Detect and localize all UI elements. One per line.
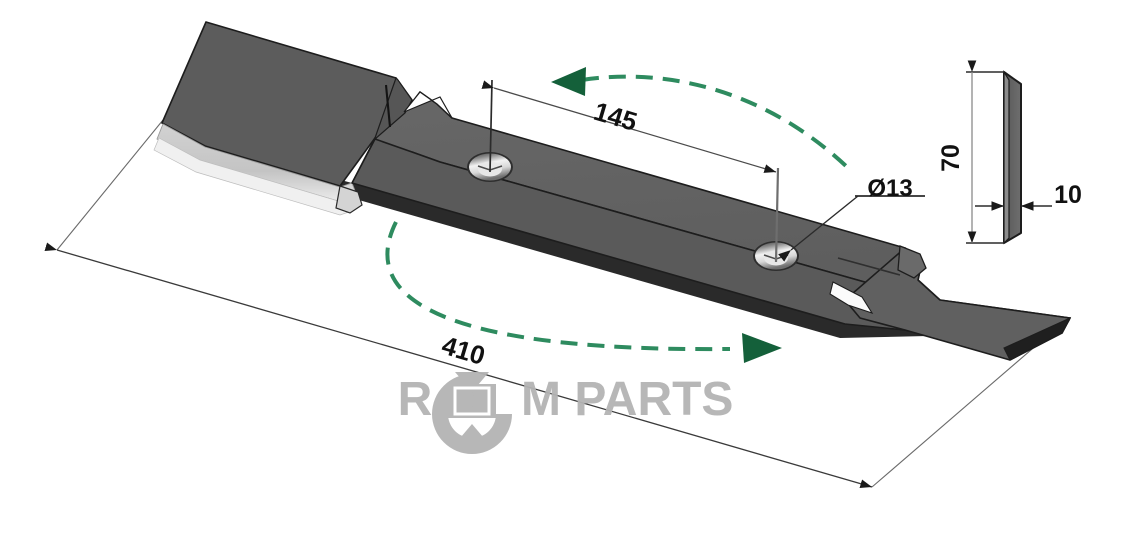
right-rounded-corner: [897, 245, 927, 279]
rotation-arrowhead-bottom: [742, 333, 782, 363]
blade-body: [153, 21, 1072, 361]
extension-line-hole-right: [774, 167, 780, 263]
dimension-line-145: [481, 80, 777, 173]
dimension-10-label: 10: [1054, 181, 1082, 209]
logo-arrow-head-bottom: [455, 424, 489, 444]
logo-arrow-head-top: [455, 372, 489, 392]
dimension-hole-diameter-label: Ø13: [867, 175, 912, 202]
wing-scribe-line: [384, 84, 392, 128]
right-wing-scribe-line: [837, 257, 901, 276]
watermark-text-main: M PARTS: [521, 373, 733, 426]
side-section-view: 70 10: [937, 60, 1082, 245]
left-wing-rounded-corner: [335, 185, 363, 214]
logo-letter: D: [463, 388, 480, 415]
dimension-410-label: 410: [438, 330, 488, 371]
rotation-arrow-bottom: [385, 221, 782, 363]
section-plate-chamfer: [1003, 69, 1010, 245]
watermark-text-left: R: [398, 373, 433, 426]
right-wing-bevel-dark: [1003, 316, 1072, 361]
leader-line-hole-diameter: [778, 195, 859, 262]
dimension-line-410: [44, 242, 873, 488]
rotation-arrowhead-top: [551, 67, 586, 96]
watermark-logo-icon: D: [432, 372, 512, 454]
dimension-145-label: 145: [590, 96, 640, 137]
hole-diameter-leader-group: [778, 195, 925, 262]
extension-line-left-410: [56, 119, 164, 251]
wing-to-bar-facet: [351, 76, 413, 184]
rotation-arc-bottom: [385, 221, 731, 352]
right-notch-highlight: [829, 281, 874, 315]
left-notch-highlight: [403, 91, 453, 119]
dimension-145-group: [481, 79, 780, 263]
rotation-arc-top: [581, 74, 848, 168]
left-wing-bevel-highlight: [153, 137, 353, 216]
rotation-arrow-top: [551, 67, 848, 168]
watermark: D R M PARTS: [398, 372, 733, 454]
logo-inner-box: [453, 386, 491, 416]
dimension-70-label: 70: [937, 144, 965, 172]
